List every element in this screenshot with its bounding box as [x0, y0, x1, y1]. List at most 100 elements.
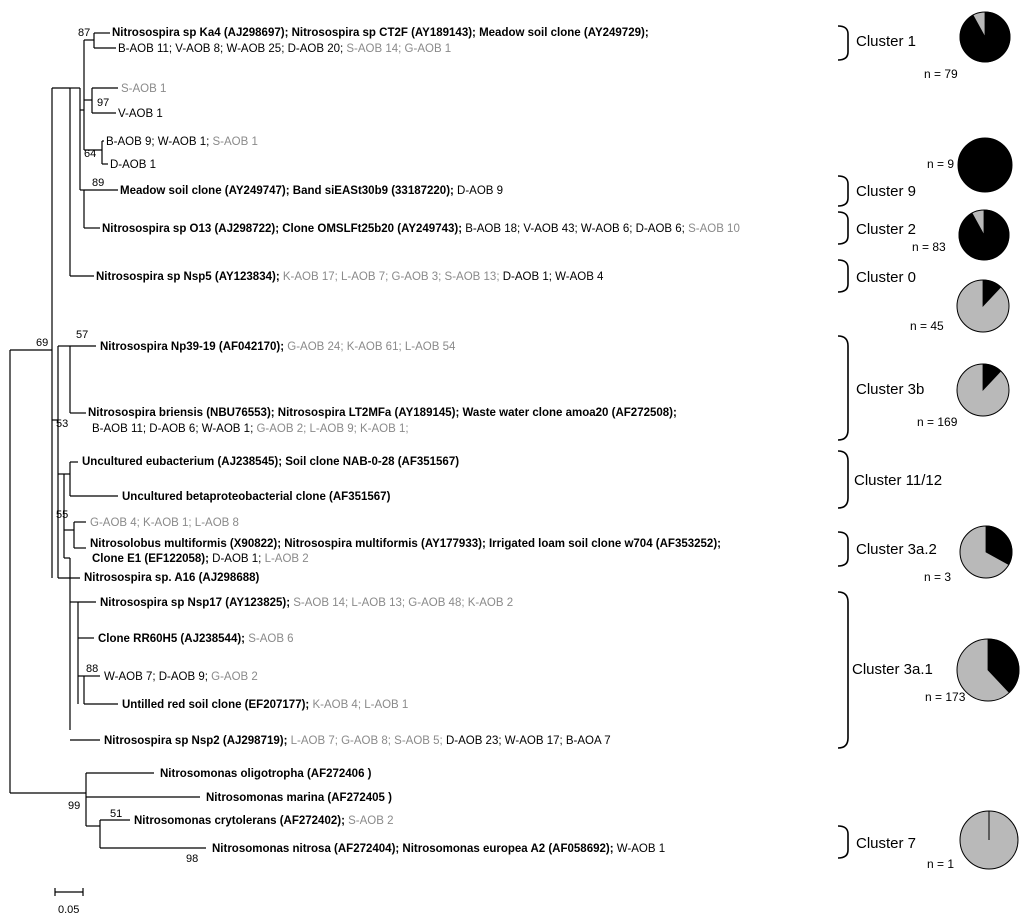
pie-base	[957, 137, 1013, 193]
bootstrap-values: 87 97 64 89 69 57 53 55 88 99 51 98	[36, 27, 198, 865]
leaf-label: Clone E1 (EF122058); D-AOB 1; L-AOB 2	[92, 553, 309, 565]
pie-slice-black	[982, 279, 1002, 308]
brace-cluster-0	[837, 259, 849, 293]
scale-bar-label: 0.05	[58, 904, 79, 916]
leaf-label-segment: Nitrosomonas marina (AF272405 )	[206, 792, 392, 804]
leaf-label-segment: W-AOB 1	[617, 843, 665, 855]
leaf-label: G-AOB 4; K-AOB 1; L-AOB 8	[90, 517, 239, 529]
leaf-label-segment: G-AOB 4; K-AOB 1; L-AOB 8	[90, 517, 239, 529]
leaf-label-segment: Clone RR60H5 (AJ238544);	[98, 633, 248, 645]
leaf-label-segment: D-AOB 23; W-AOB 17; B-AOA 7	[446, 735, 611, 747]
pie-slice-black	[985, 525, 1013, 566]
pie-slice-black	[959, 11, 1011, 63]
leaf-label: B-AOB 9; W-AOB 1; S-AOB 1	[106, 136, 258, 148]
pie-chart	[956, 279, 1010, 333]
bootstrap-value: 64	[84, 148, 96, 160]
bootstrap-value: 69	[36, 337, 48, 349]
leaf-label-segment: L-AOB 7; G-AOB 8; S-AOB 5;	[291, 735, 446, 747]
leaf-label-segment: Uncultured betaproteobacterial clone (AF…	[122, 491, 391, 503]
pie-chart	[958, 209, 1010, 261]
leaf-label-segment: D-AOB 1;	[212, 553, 264, 565]
bootstrap-value: 98	[186, 853, 198, 865]
leaf-label: Nitrosospira sp Nsp17 (AY123825); S-AOB …	[100, 597, 513, 609]
bootstrap-value: 89	[92, 177, 104, 189]
tree-branches	[9, 32, 206, 849]
bootstrap-value: 51	[110, 808, 122, 820]
leaf-label-segment: Meadow soil clone (AY249747); Band siEAS…	[120, 185, 457, 197]
leaf-label-segment: S-AOB 10	[688, 223, 740, 235]
brace-cluster-3a1	[837, 591, 849, 749]
leaf-label-segment: Untilled red soil clone (EF207177);	[122, 699, 312, 711]
sample-count: n = 1	[927, 857, 954, 871]
brace-cluster-3a2	[837, 531, 849, 567]
leaf-label: Nitrosomonas marina (AF272405 )	[206, 792, 392, 804]
cluster-label: Cluster 3a.1	[852, 661, 933, 678]
leaf-label: Nitrosospira briensis (NBU76553); Nitros…	[88, 407, 677, 419]
sample-count: n = 83	[912, 240, 946, 254]
cluster-label: Cluster 0	[856, 269, 916, 286]
cluster-label: Cluster 3b	[856, 381, 924, 398]
sample-count: n = 9	[927, 157, 954, 171]
leaf-label-segment: G-AOB 2	[211, 671, 258, 683]
cluster-label: Cluster 7	[856, 835, 916, 852]
leaf-label: Nitrosomonas oligotropha (AF272406 )	[160, 768, 372, 780]
leaf-label-segment: K-AOB 4; L-AOB 1	[312, 699, 408, 711]
leaf-labels: Nitrosospira sp Ka4 (AJ298697); Nitrosos…	[82, 27, 740, 855]
leaf-label: Uncultured eubacterium (AJ238545); Soil …	[82, 456, 459, 468]
leaf-label: Nitrosospira sp Nsp2 (AJ298719); L-AOB 7…	[104, 735, 611, 747]
brace-cluster-9	[837, 175, 849, 207]
brace-cluster-1	[837, 25, 849, 61]
leaf-label-segment: Nitrosomonas nitrosa (AF272404); Nitroso…	[212, 843, 617, 855]
leaf-label: W-AOB 7; D-AOB 9; G-AOB 2	[104, 671, 258, 683]
pie-chart	[959, 810, 1019, 870]
cluster-annotations: Cluster 1 Cluster 9 Cluster 2 Cluster 0 …	[837, 11, 1020, 871]
leaf-label-segment: S-AOB 14; G-AOB 1	[346, 43, 451, 55]
leaf-label-segment: S-AOB 6	[248, 633, 293, 645]
leaf-label-segment: V-AOB 1	[118, 108, 163, 120]
pie-slice-black	[987, 638, 1020, 694]
leaf-label: B-AOB 11; V-AOB 8; W-AOB 25; D-AOB 20; S…	[118, 43, 451, 55]
cluster-label: Cluster 2	[856, 221, 916, 238]
leaf-label-segment: B-AOB 11; V-AOB 8; W-AOB 25; D-AOB 20;	[118, 43, 346, 55]
bootstrap-value: 53	[56, 418, 68, 430]
leaf-label: Nitrosospira sp Nsp5 (AY123834); K-AOB 1…	[96, 271, 604, 283]
leaf-label: V-AOB 1	[118, 108, 163, 120]
bootstrap-value: 55	[56, 509, 68, 521]
leaf-label-segment: W-AOB 7; D-AOB 9;	[104, 671, 211, 683]
bootstrap-value: 87	[78, 27, 90, 39]
leaf-label-segment: Nitrosospira sp Nsp17 (AY123825);	[100, 597, 293, 609]
leaf-label-segment: S-AOB 2	[348, 815, 393, 827]
leaf-label: S-AOB 1	[121, 83, 166, 95]
leaf-label-segment: Nitrosospira sp O13 (AJ298722); Clone OM…	[102, 223, 465, 235]
leaf-label-segment: G-AOB 2; L-AOB 9; K-AOB 1;	[256, 423, 408, 435]
bootstrap-value: 57	[76, 329, 88, 341]
sample-count: n = 169	[917, 415, 958, 429]
leaf-label-segment: B-AOB 9; W-AOB 1;	[106, 136, 213, 148]
pie-chart	[957, 137, 1013, 193]
brace-cluster-7	[837, 825, 849, 859]
leaf-label-segment: L-AOB 2	[265, 553, 309, 565]
bootstrap-value: 97	[97, 97, 109, 109]
leaf-label-segment: D-AOB 1	[110, 159, 156, 171]
leaf-label: B-AOB 11; D-AOB 6; W-AOB 1; G-AOB 2; L-A…	[92, 423, 409, 435]
leaf-label-segment: S-AOB 1	[121, 83, 166, 95]
leaf-label-segment: S-AOB 14; L-AOB 13; G-AOB 48; K-AOB 2	[293, 597, 513, 609]
leaf-label: Nitrosospira sp. A16 (AJ298688)	[84, 572, 260, 584]
leaf-label-segment: Nitrosospira sp. A16 (AJ298688)	[84, 572, 260, 584]
leaf-label: Clone RR60H5 (AJ238544); S-AOB 6	[98, 633, 294, 645]
sample-count: n = 173	[925, 690, 966, 704]
leaf-label-segment: G-AOB 24; K-AOB 61; L-AOB 54	[287, 341, 456, 353]
sample-count: n = 3	[924, 570, 951, 584]
scale-bar: 0.05	[54, 888, 84, 916]
leaf-label: Meadow soil clone (AY249747); Band siEAS…	[120, 185, 503, 197]
bootstrap-value: 88	[86, 663, 98, 675]
leaf-label-segment: Nitrosomonas oligotropha (AF272406 )	[160, 768, 372, 780]
pie-chart	[959, 11, 1011, 63]
leaf-label-segment: Nitrosospira briensis (NBU76553); Nitros…	[88, 407, 677, 419]
leaf-label-segment: Nitrosomonas crytolerans (AF272402);	[134, 815, 348, 827]
leaf-label-segment: Nitrosospira sp Ka4 (AJ298697); Nitrosos…	[112, 27, 649, 39]
brace-cluster-2	[837, 211, 849, 245]
leaf-label: Nitrosomonas nitrosa (AF272404); Nitroso…	[212, 843, 665, 855]
leaf-label-segment: Uncultured eubacterium (AJ238545); Soil …	[82, 456, 459, 468]
